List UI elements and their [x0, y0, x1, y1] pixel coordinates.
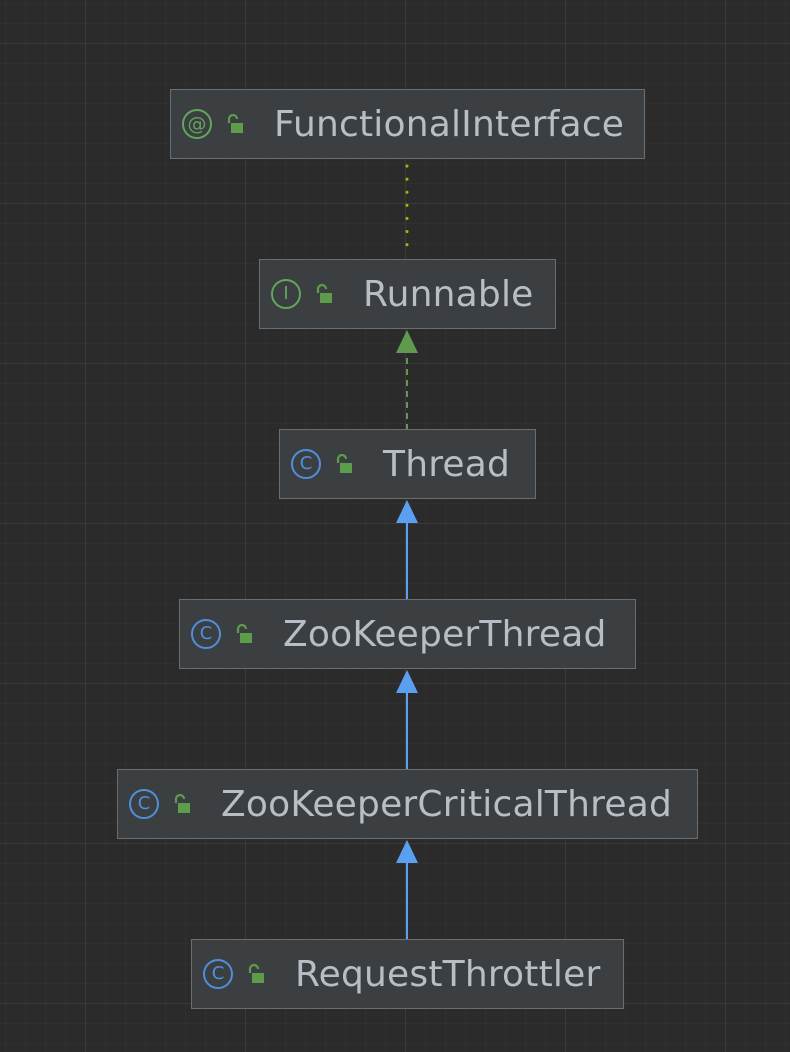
node-thread[interactable]: C Thread [279, 429, 536, 499]
unlocked-lock-icon [248, 963, 264, 983]
edge-zookeeper-critical-thread-zookeeper-thread-arrowhead [396, 670, 418, 693]
interface-icon: I [271, 279, 301, 309]
class-icon: C [291, 449, 321, 479]
node-zookeeper-critical-thread[interactable]: C ZooKeeperCriticalThread [117, 769, 698, 839]
node-label: Thread [383, 443, 511, 485]
edge-zookeeper-thread-thread-arrowhead [396, 500, 418, 523]
node-runnable[interactable]: I Runnable [259, 259, 556, 329]
unlocked-lock-icon [236, 623, 252, 643]
class-icon: C [129, 789, 159, 819]
node-zookeeper-thread[interactable]: C ZooKeeperThread [179, 599, 636, 669]
class-icon: C [203, 959, 233, 989]
unlocked-lock-icon [316, 283, 332, 303]
edge-request-throttler-zookeeper-critical-thread-arrowhead [396, 840, 418, 863]
class-icon: C [191, 619, 221, 649]
unlocked-lock-icon [227, 113, 243, 133]
node-label: RequestThrottler [295, 953, 601, 995]
edge-thread-runnable-arrowhead [396, 330, 418, 353]
node-functional-interface[interactable]: @ FunctionalInterface [170, 89, 645, 159]
node-label: Runnable [363, 273, 534, 315]
unlocked-lock-icon [336, 453, 352, 473]
annotation-icon: @ [182, 109, 212, 139]
node-request-throttler[interactable]: C RequestThrottler [191, 939, 624, 1009]
node-label: ZooKeeperThread [283, 613, 607, 655]
node-label: FunctionalInterface [274, 103, 625, 145]
unlocked-lock-icon [174, 793, 190, 813]
node-label: ZooKeeperCriticalThread [221, 783, 673, 825]
